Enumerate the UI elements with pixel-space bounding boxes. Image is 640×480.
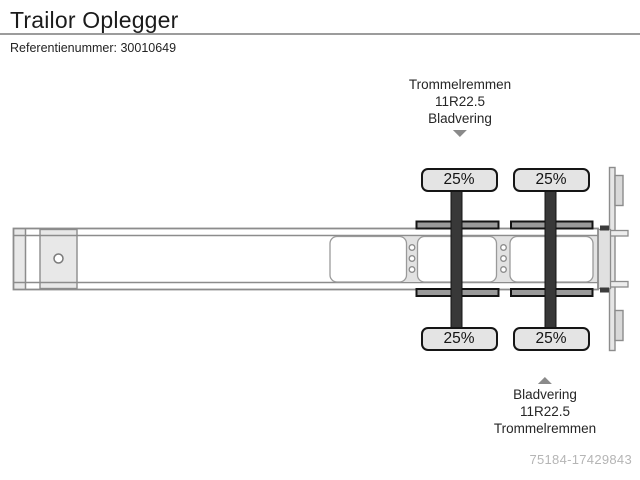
brake-type-label: Trommelremmen	[493, 421, 597, 436]
tire-axle1-bottom: 25%	[420, 326, 498, 351]
bolt-holes	[408, 244, 507, 273]
axle-load-label: 25%	[443, 170, 475, 188]
kingpin-icon	[53, 253, 64, 264]
rear-bumper-assembly	[596, 166, 629, 352]
suspension-type-label: Bladvering	[513, 387, 577, 402]
arrow-down-icon	[452, 130, 467, 137]
brake-type-label: Trommelremmen	[408, 77, 512, 92]
page-title: Trailor Oplegger	[10, 7, 179, 33]
rear-axle-group-label: Bladvering 11R22.5 Trommelremmen	[494, 374, 596, 437]
tire-axle2-top: 25%	[512, 167, 590, 192]
reference-number: Referentienummer: 30010649	[10, 41, 177, 55]
suspension-type-label: Bladvering	[428, 111, 492, 126]
tire-size-label: 11R22.5	[434, 94, 486, 109]
tire-axle1-top: 25%	[420, 167, 498, 192]
watermark-id: 75184-17429843	[529, 452, 632, 467]
axle-load-label: 25%	[443, 329, 475, 347]
axle-load-label: 25%	[535, 329, 567, 347]
tire-size-label: 11R22.5	[519, 404, 571, 419]
title-divider	[0, 33, 640, 35]
chassis-body	[12, 227, 599, 291]
arrow-up-icon	[537, 377, 552, 384]
axle-load-label: 25%	[535, 170, 567, 188]
tire-axle2-bottom: 25%	[512, 326, 590, 351]
front-axle-group-label: Trommelremmen 11R22.5 Bladvering	[409, 76, 511, 139]
